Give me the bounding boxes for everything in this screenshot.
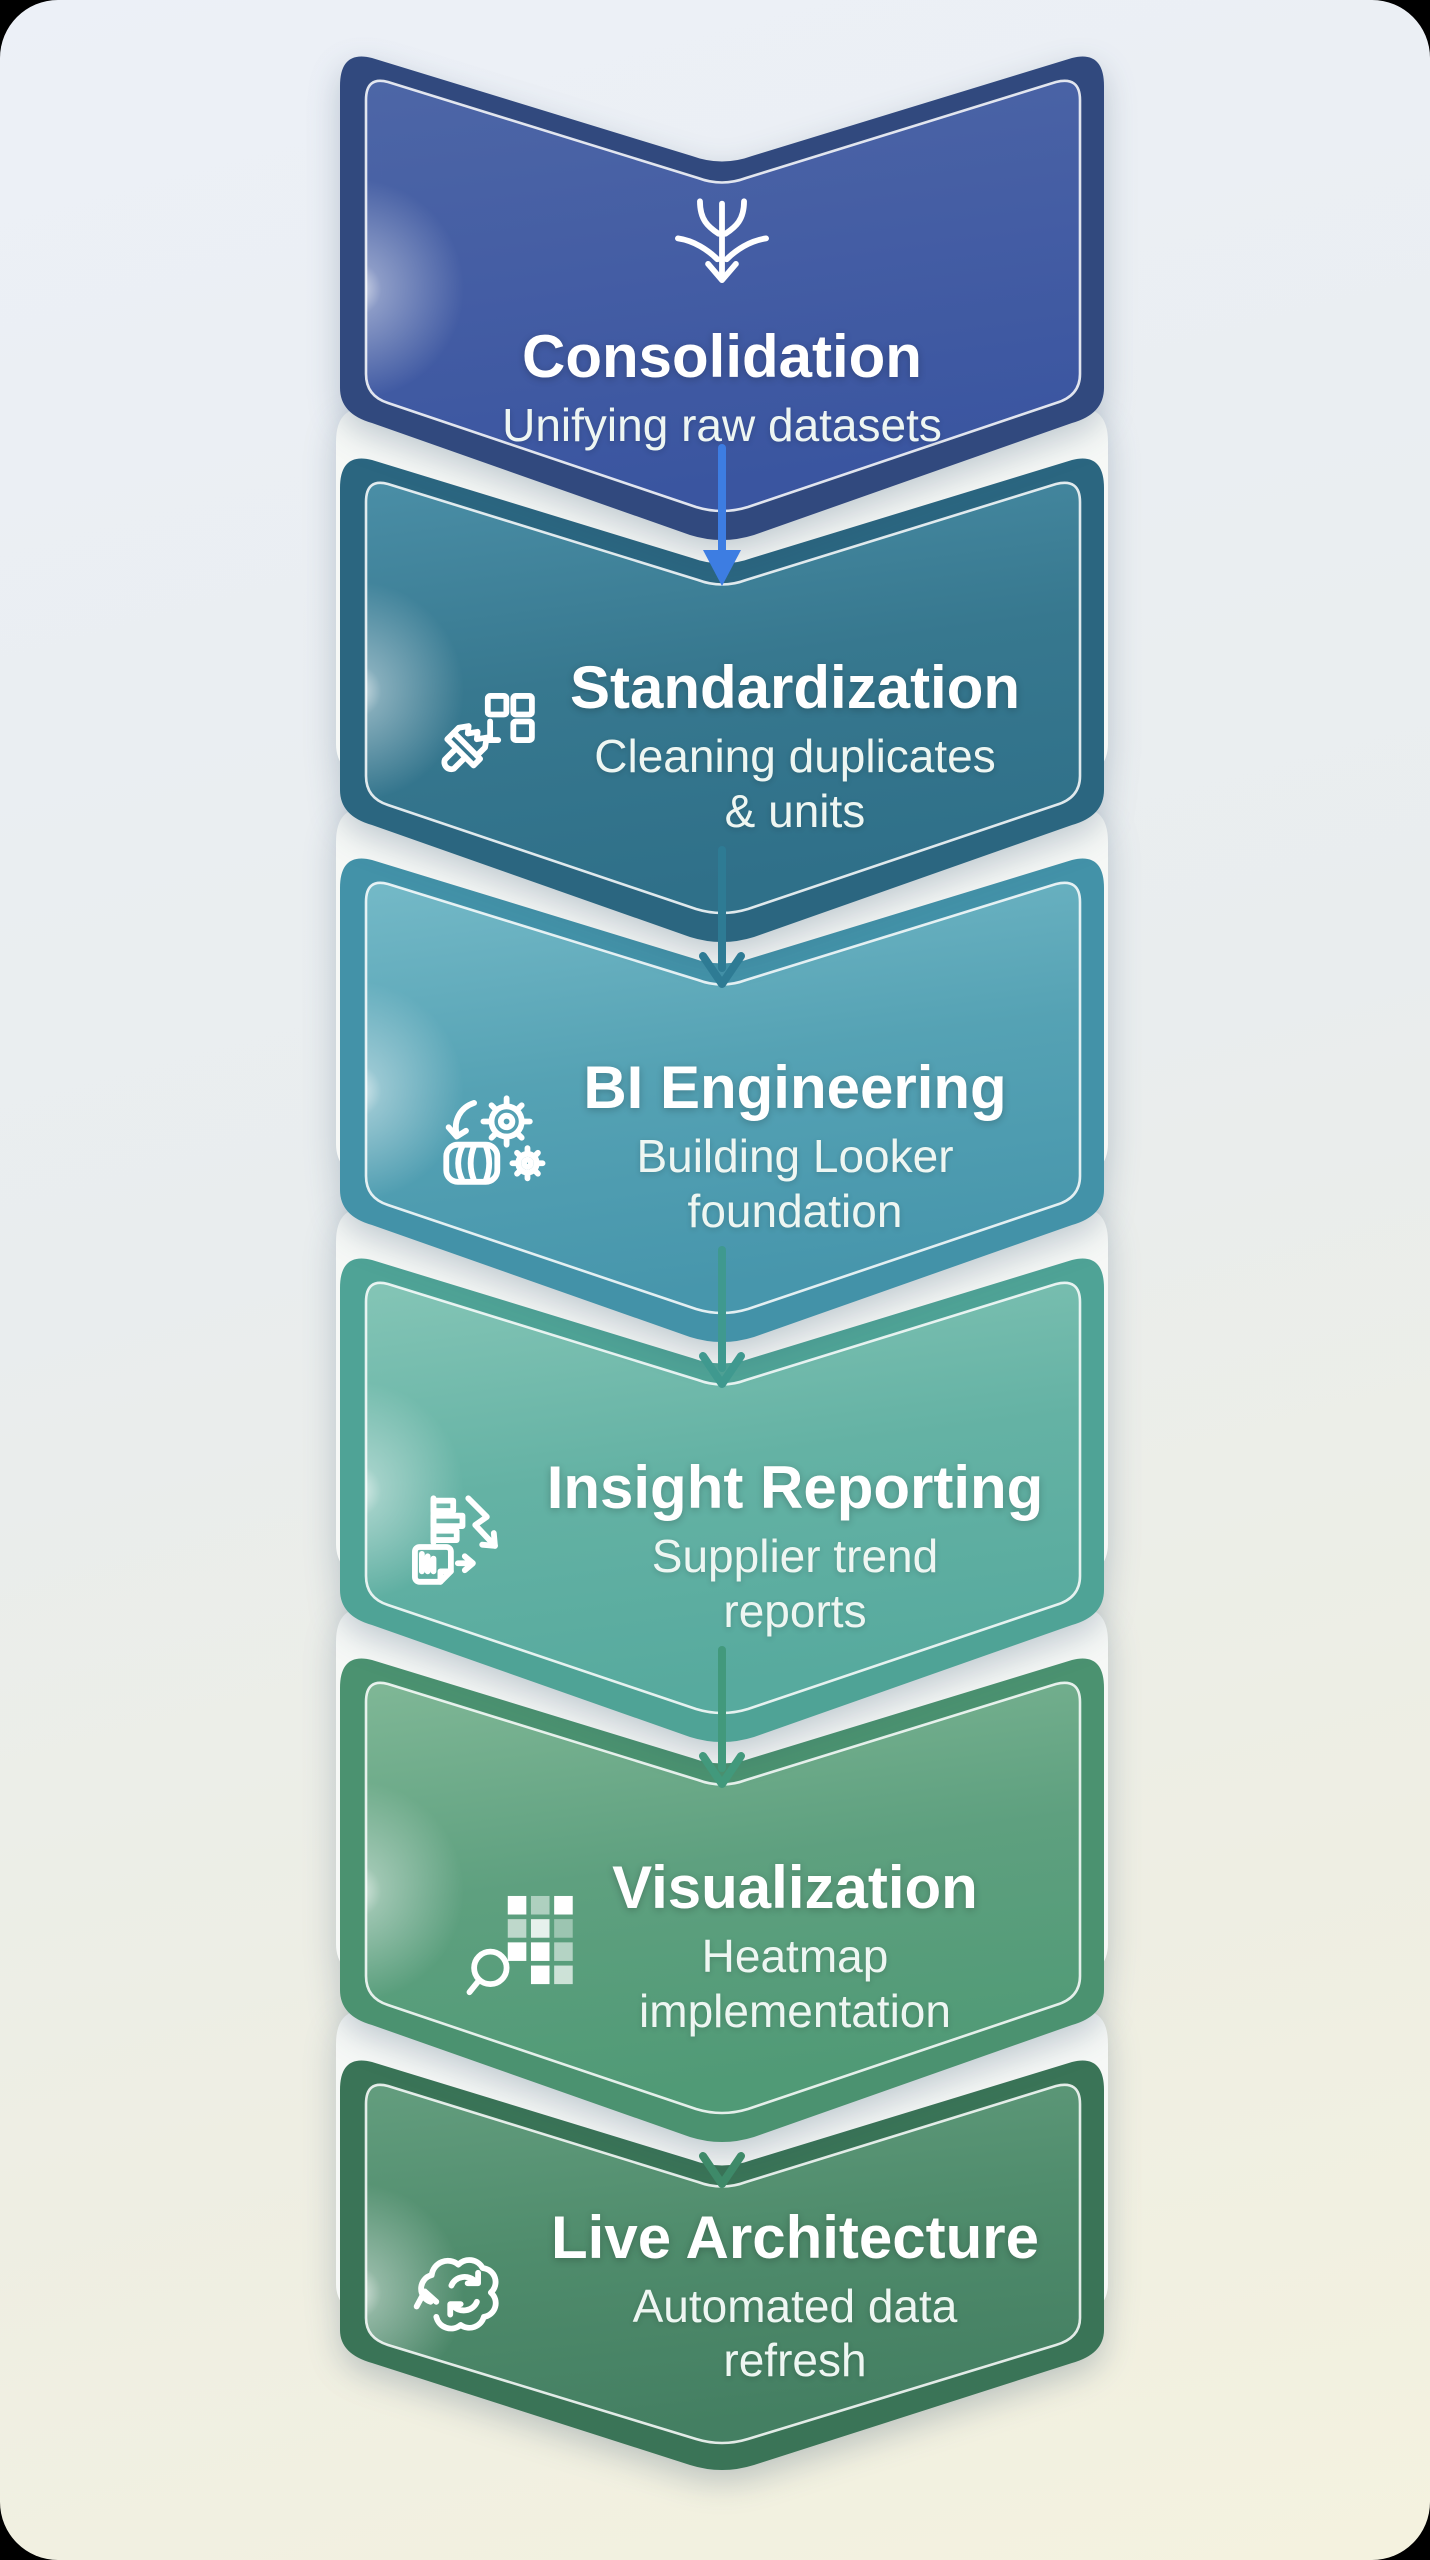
step-subtitle: Unifying raw datasets — [502, 398, 942, 452]
step-subtitle-line: foundation — [687, 1184, 903, 1237]
step-subtitle-line: Heatmap — [701, 1930, 889, 1983]
database-gears-icon — [437, 1089, 553, 1205]
step-content: Consolidation Unifying raw datasets — [320, 44, 1124, 575]
merge-icon — [664, 192, 780, 308]
step-subtitle-line: & units — [724, 784, 866, 837]
step-subtitle-line: Automated data — [632, 2279, 958, 2332]
step-content: Standardization Cleaning duplicates& uni… — [320, 446, 1124, 999]
step-subtitle-line: implementation — [639, 1984, 951, 2037]
step-title: Standardization — [569, 654, 1021, 722]
trend-report-icon — [401, 1489, 517, 1605]
chevron-shape — [340, 56, 1104, 540]
flow-arrow-icon — [699, 1646, 745, 1788]
flow-arrow-icon — [699, 846, 745, 988]
process-step: Consolidation Unifying raw datasets — [320, 44, 1124, 586]
chevron-shape — [336, 1208, 1108, 1742]
step-subtitle: Cleaning duplicates& units — [594, 729, 996, 838]
step-subtitle-line: Cleaning duplicates — [594, 730, 996, 783]
flow-arrow-icon — [699, 2046, 745, 2188]
step-text: Standardization Cleaning duplicates& uni… — [570, 655, 1020, 838]
step-subtitle-line: refresh — [723, 2334, 867, 2386]
flow-arrow-icon — [699, 1246, 745, 1388]
step-subtitle-line: reports — [723, 1584, 867, 1637]
step-title: Visualization — [612, 1854, 978, 1922]
step-title: Consolidation — [522, 323, 922, 391]
step-title: BI Engineering — [583, 1054, 1007, 1122]
step-subtitle-line: Building Looker — [636, 1130, 954, 1183]
heatmap-magnifier-icon — [466, 1889, 582, 2005]
cloud-refresh-icon — [405, 2238, 521, 2354]
chevron-shape — [336, 408, 1108, 942]
chevron-shape — [336, 808, 1108, 1342]
step-text: Consolidation Unifying raw datasets — [502, 324, 942, 452]
process-step: Standardization Cleaning duplicates& uni… — [320, 408, 1124, 988]
step-title: Insight Reporting — [546, 1454, 1044, 1522]
chevron-shape — [336, 1608, 1108, 2142]
step-subtitle-line: Unifying raw datasets — [502, 399, 942, 452]
clean-brush-icon — [424, 689, 540, 805]
chevron-shape — [336, 2010, 1108, 2470]
flow-arrow-icon — [703, 444, 741, 586]
step-title: Live Architecture — [551, 2203, 1039, 2271]
step-subtitle-line: Supplier trend — [651, 1530, 939, 1583]
